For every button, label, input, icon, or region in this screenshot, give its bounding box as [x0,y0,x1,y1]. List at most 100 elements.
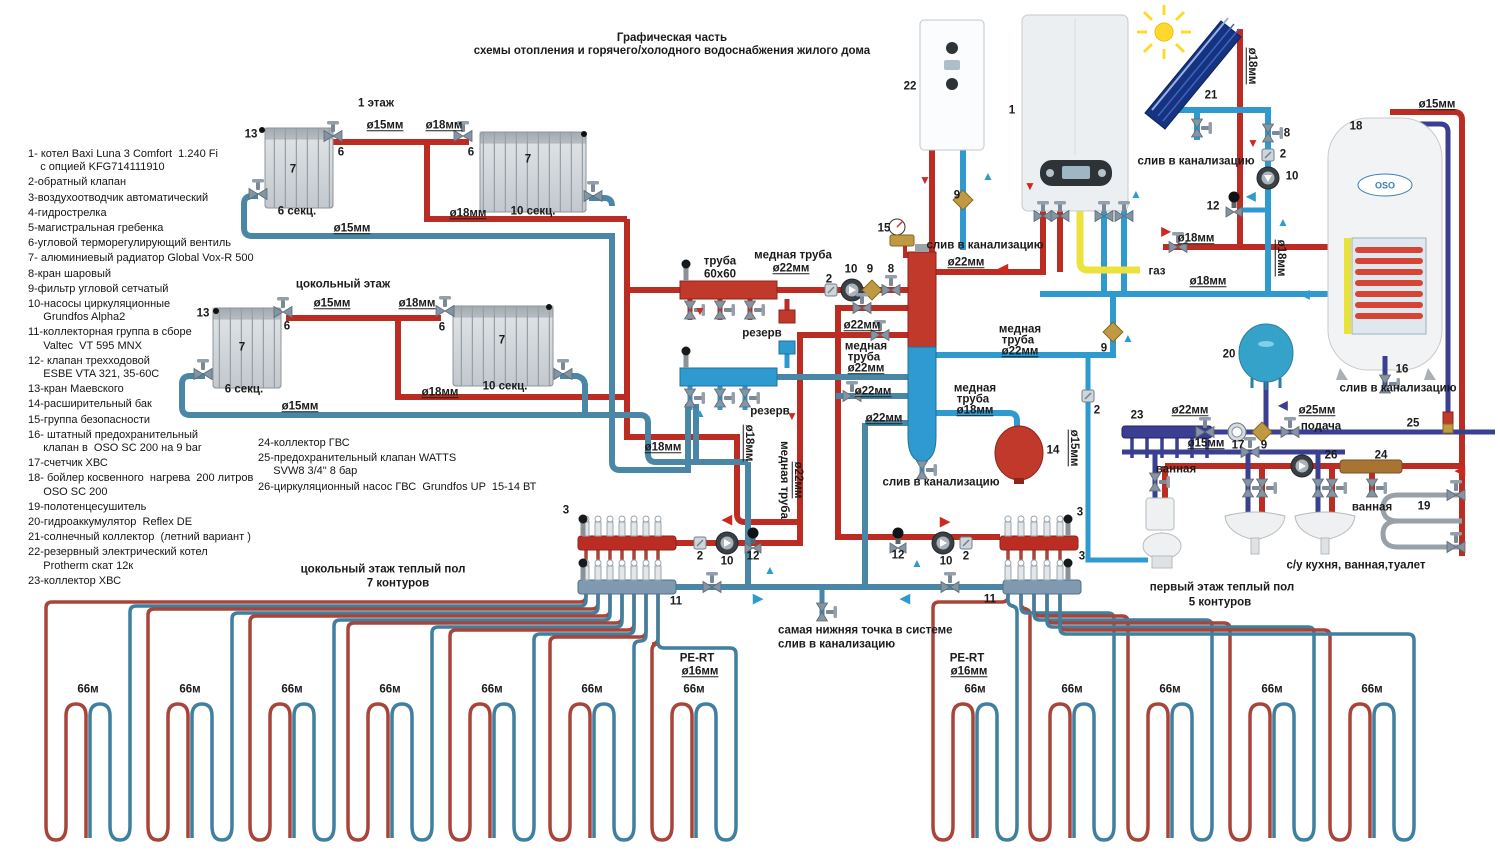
diagram-label: 7 [524,153,532,166]
legend-item: 6-угловой терморегулирующий вентиль [28,237,232,250]
radiators [212,127,587,389]
diagram-label: 2 [962,550,970,563]
diagram-label: 10 [844,263,858,276]
diagram-label: ø15мм [1418,98,1456,111]
legend-item: 19-полотенцесушитель [28,500,147,513]
legend-list-extra: 24-коллектор ГВС 25-предохранительный кла… [258,437,558,496]
diagram-label: ø18мм [398,297,436,310]
diagram-label: 5 контуров [1188,596,1252,609]
legend-item: 21-солнечный коллектор (летний вариант ) [28,531,251,544]
diagram-label: ø18мм [1274,239,1287,277]
legend-item: 9-фильтр угловой сетчатый [28,282,169,295]
pipes-return [179,193,1003,616]
flow-arrow: ▲ [1122,331,1134,345]
radiator-6sec-floor0 [212,307,282,389]
diagram-label: 6 [467,146,475,159]
flow-arrow: ▲ [1130,187,1142,201]
diagram-label: 6 [283,320,291,333]
diagram-label: 12 [746,550,760,563]
storage-tank-18 [1327,117,1443,386]
diagram-label: 66м [77,683,99,696]
diagram-label: ø22мм [854,385,892,398]
legend-item: 11-коллекторная группа в сборе Valtec VT… [28,326,192,352]
diagram-label: слив в канализацию [882,476,1000,489]
gvs-collector-24 [1339,459,1403,474]
diagram-label: резерв [742,327,782,340]
towel-radiator [1380,492,1462,550]
diagram-label: 7 [498,334,506,347]
diagram-label: медная [844,340,888,353]
flow-arrow: ▼ [919,173,931,187]
diagram-label: 60х60 [704,268,736,281]
diagram-label: 7 [289,163,297,176]
diagram-label: 2 [1279,148,1287,161]
diagram-label: резерв [750,405,790,418]
diagram-label: медная [998,323,1042,336]
legend-item: 26-циркуляционный насос ГВС Grundfos UP … [258,480,537,493]
diagram-label: 7 [238,341,246,354]
diagram-label: 10 [939,555,953,568]
diagram-label: 6 секц. [224,383,264,396]
flow-arrow: ▼ [694,304,706,318]
flow-arrow: ▲ [1277,215,1289,229]
diagram-label: 12 [891,549,905,562]
diagram-label: труба [1001,334,1035,347]
diagram-label: ø18мм [1189,275,1227,288]
radiator-10sec-floor1 [479,131,587,213]
diagram-label: 66м [481,683,503,696]
diagram-label: ø25мм [1298,404,1336,417]
diagram-label: труба [956,393,990,406]
diagram-label: 10 [720,555,734,568]
legend-item: 2-обратный клапан [28,176,127,189]
legend-item: 17-счетчик ХВС [28,457,108,470]
diagram-label: 6 [438,321,446,334]
legend-item: 24-коллектор ГВС [258,437,350,449]
diagram-label: 9 [866,263,874,276]
diagram-label: слив в канализацию [778,638,896,651]
diagram-label: ø22мм [791,461,804,499]
legend-item: 22-резервный электрический котел Prother… [28,546,208,572]
diagram-label: 66м [1361,683,1383,696]
diagram-label: 18 [1349,120,1363,133]
diagram-label: 8 [1283,127,1291,140]
diagram-label: 2 [825,273,833,286]
legend-item: 20-гидроаккумулятор Reflex DE [28,516,193,529]
flow-arrow: ▼ [1247,136,1259,150]
flow-arrow: ◀ [1278,398,1288,412]
diagram-label: ø15мм [333,222,371,235]
flow-arrow: ◀ [900,590,910,606]
diagram-label: 16 [1395,363,1409,376]
sun-icon [1137,5,1191,59]
legend-item: 25-предохранительный клапан WATTS SVW8 3… [258,452,457,478]
diagram-label: 66м [683,683,705,696]
diagram-label: ø22мм [843,319,881,332]
diagram-label: 3 [562,504,570,517]
diagram-label: ø18мм [421,386,459,399]
diagram-label: медная труба [754,249,832,262]
central-manifolds [679,259,796,387]
diagram-label: ø15мм [366,119,404,132]
pipe-gas [1076,205,1140,274]
radiator-10sec-floor0 [452,305,554,387]
diagram-label: 24 [1374,449,1388,462]
flow-arrow: ▼ [786,409,798,423]
diagram-label: ванная [1155,463,1197,476]
diagram-label: ø22мм [847,362,885,375]
gas-boiler-1 [1021,14,1129,212]
diagram-label: 15 [877,222,891,235]
diagram-label: 20 [1222,348,1236,361]
flow-arrow: ▲ [982,169,994,183]
diagram-label: 66м [1261,683,1283,696]
diagram-label: 66м [1159,683,1181,696]
diagram-label: ø15мм [1187,437,1225,450]
diagram-label: 26 [1324,449,1338,462]
diagram-label: 13 [196,307,210,320]
toilet [1142,497,1182,569]
diagram-label: 10 секц. [482,380,528,393]
diagram-label: 66м [179,683,201,696]
diagram-label: 12 [1206,200,1220,213]
flow-arrow: ◀ [1300,287,1310,301]
diagram-label: 22 [903,80,917,93]
title-line2: схемы отопления и горячего/холодного вод… [473,45,871,57]
diagram-label: 25 [1406,417,1420,430]
